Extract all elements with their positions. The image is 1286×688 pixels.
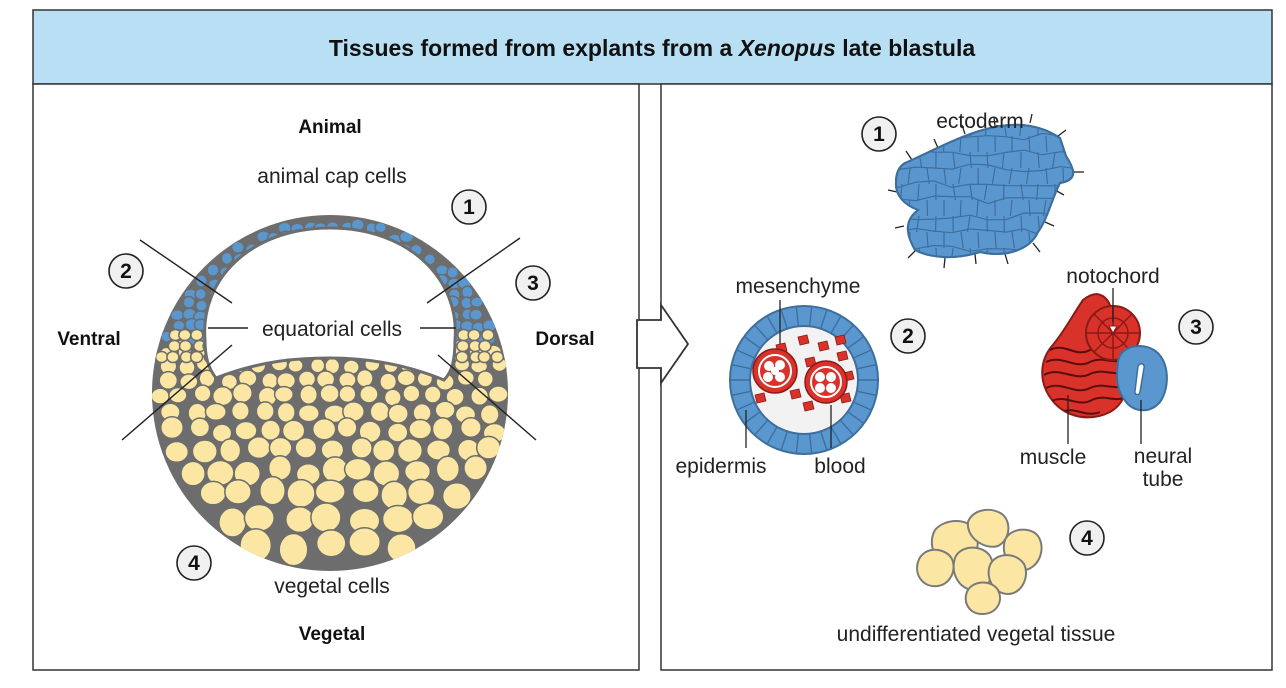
svg-text:1: 1 xyxy=(463,196,475,219)
animal-label: Animal xyxy=(298,117,361,138)
notochord-label: notochord xyxy=(1066,265,1159,288)
blastula xyxy=(152,215,508,571)
animal-cap-cells-label: animal cap cells xyxy=(257,165,406,188)
svg-text:1: 1 xyxy=(873,123,885,146)
ventral-explant xyxy=(729,305,879,455)
svg-text:3: 3 xyxy=(527,272,539,295)
neural-tube-label-line2: tube xyxy=(1143,468,1184,491)
blastocoel xyxy=(203,226,457,382)
cut-lines xyxy=(121,237,537,441)
svg-text:3: 3 xyxy=(1190,316,1202,339)
left-marker-2: 2 xyxy=(108,253,144,289)
vegetal-explant xyxy=(916,508,1043,616)
left-marker-3: 3 xyxy=(515,265,551,301)
ventral-label: Ventral xyxy=(57,329,120,350)
left-marker-4: 4 xyxy=(176,545,212,581)
mesenchyme-label: mesenchyme xyxy=(736,275,861,298)
svg-text:2: 2 xyxy=(120,260,132,283)
svg-text:2: 2 xyxy=(902,325,914,348)
vegetal-label: Vegetal xyxy=(299,624,366,645)
transition-arrow-icon xyxy=(636,302,690,386)
undifferentiated-label: undifferentiated vegetal tissue xyxy=(837,623,1116,646)
neural-tube-label-line1: neural xyxy=(1134,445,1192,468)
equatorial-cells-label: equatorial cells xyxy=(262,318,402,341)
ectoderm-label: ectoderm xyxy=(936,110,1024,133)
vegetal-cells-label: vegetal cells xyxy=(274,575,390,598)
svg-text:4: 4 xyxy=(1081,527,1093,550)
muscle-label: muscle xyxy=(1020,446,1087,469)
ectoderm-hairs xyxy=(887,113,1084,269)
left-marker-1: 1 xyxy=(451,189,487,225)
blood-island-2 xyxy=(804,360,848,404)
title-bar xyxy=(32,9,1273,85)
figure-title: Tissues formed from explants from a Xeno… xyxy=(329,35,976,61)
muscle-fibers xyxy=(1043,346,1127,415)
right-marker-4: 4 xyxy=(1069,520,1105,556)
dorsal-label: Dorsal xyxy=(535,329,594,350)
dorsal-explant xyxy=(1041,293,1168,419)
epidermis-label: epidermis xyxy=(675,455,766,478)
blood-island-1 xyxy=(752,348,798,394)
blood-label: blood xyxy=(814,455,865,478)
right-marker-3: 3 xyxy=(1178,309,1214,345)
right-marker-2: 2 xyxy=(890,318,926,354)
right-marker-1: 1 xyxy=(861,116,897,152)
svg-text:4: 4 xyxy=(188,552,200,575)
